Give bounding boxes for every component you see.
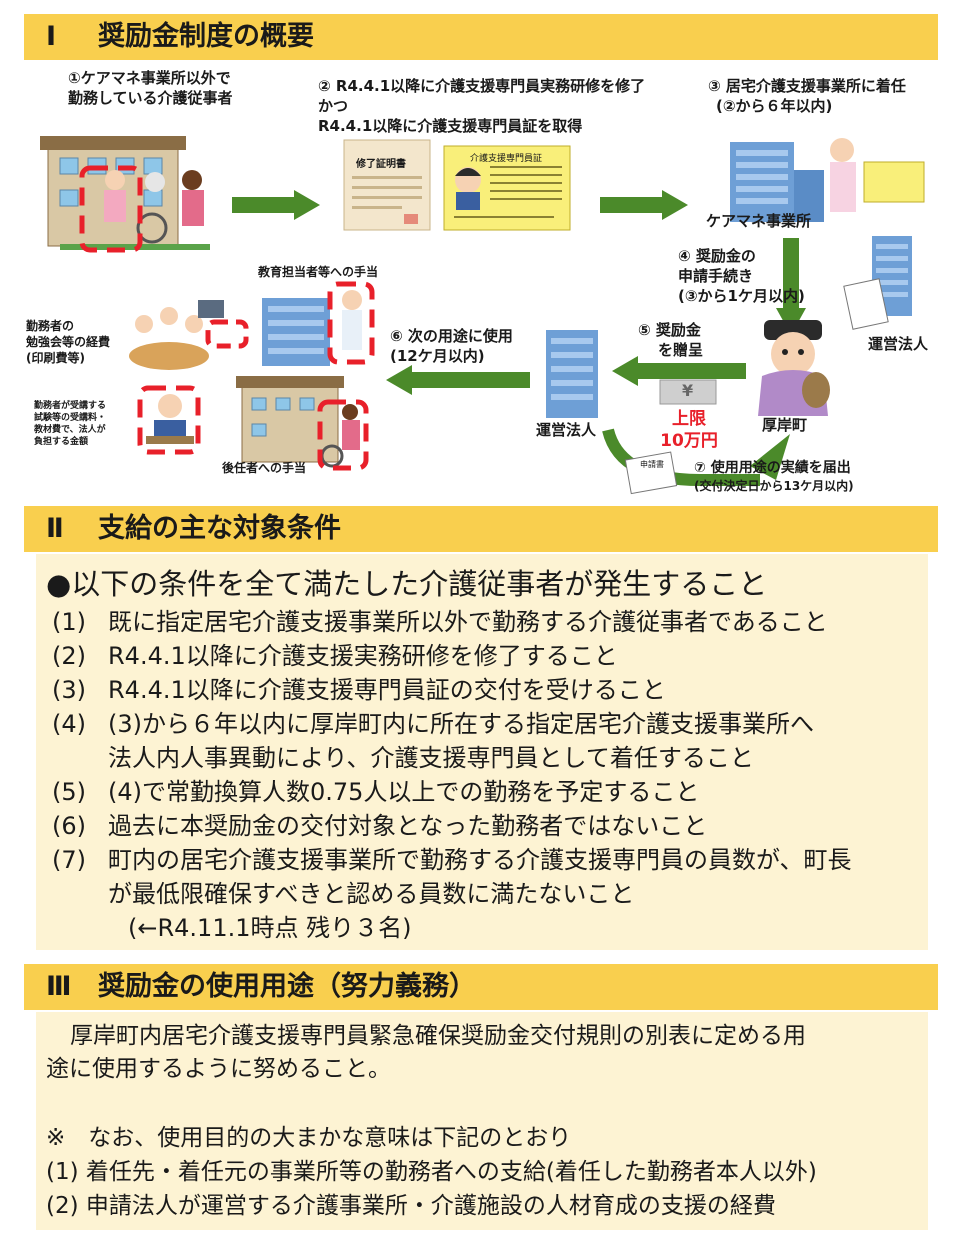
care-manager-card-illustration [443, 145, 571, 231]
use-exam-label: 勤務者が受講する試験等の受講料・教材費で、法人が負担する金額 [34, 401, 107, 447]
successor-facility-illustration [236, 376, 369, 471]
condition-1: (1)既に指定居宅介護支援事業所以外で勤務する介護従事者であること [52, 608, 828, 636]
usage-item-2: (2) 申請法人が運営する介護事業所・介護施設の人材育成の支援の経費 [46, 1193, 776, 1219]
condition-3: (3)R4.4.1以降に介護支援専門員証の交付を受けること [52, 676, 666, 704]
town-mascot-illustration [758, 320, 830, 416]
operator-building-center [546, 330, 598, 418]
usage-para-line1: 厚岸町内居宅介護支援専門員緊急確保奨励金交付規則の別表に定める用 [70, 1023, 806, 1049]
step4-label: ④ 奨励金の申請手続き(③から1ケ月以内) [678, 247, 805, 305]
condition-4: (4)(3)から６年以内に厚岸町内に所在する指定居宅介護支援事業所へ [52, 710, 814, 738]
certificate-title: 修了証明書 [356, 159, 406, 170]
certificate-illustration [343, 139, 431, 231]
arrow-5-to-operator [612, 356, 746, 386]
step7-label: ⑦ 使用用途の実績を届出(交付決定日から13ケ月以内) [694, 460, 854, 493]
operator-right-label: 運営法人 [868, 335, 929, 353]
exam-illustration [137, 385, 201, 455]
town-label: 厚岸町 [762, 416, 808, 434]
caremane-office-label: ケアマネ事業所 [706, 212, 812, 230]
section2-title: 支給の主な対象条件 [98, 513, 341, 544]
use-educator-label: 教育担当者等への手当 [258, 265, 379, 279]
use-study-label: 勤務者の勉強会等の経費(印刷費等) [26, 319, 111, 365]
section2-box [36, 554, 928, 950]
operator-building-right [843, 236, 912, 330]
section1-header: Ⅰ 奨励金制度の概要 [24, 14, 938, 60]
step3-label: ③ 居宅介護支援事業所に着任(②から６年以内) [708, 77, 906, 115]
arrow-1-to-2 [232, 190, 320, 220]
step1-label: ①ケアマネ事業所以外で勤務している介護従事者 [68, 69, 233, 107]
caremane-office-illustration [730, 138, 925, 222]
yen-money-icon [659, 379, 717, 405]
card-title: 介護支援専門員証 [470, 154, 543, 164]
section1-number: Ⅰ [46, 21, 57, 52]
section3-header: Ⅲ 奨励金の使用用途（努力義務） [24, 964, 938, 1010]
section2-header: Ⅱ 支給の主な対象条件 [24, 506, 938, 552]
condition-7-cont: が最低限確保すべきと認める員数に満たないこと [108, 880, 635, 908]
section3-number: Ⅲ [46, 971, 72, 1002]
step6-label: ⑥ 次の用途に使用(12ケ月以内) [390, 327, 513, 365]
condition-5: (5)(4)で常勤換算人数0.75人以上での勤務を予定すること [52, 778, 700, 806]
condition-7: (7)町内の居宅介護支援事業所で勤務する介護支援専門員の員数が、町長 [52, 846, 852, 874]
condition-7-note: (←R4.11.1時点 残り３名) [128, 914, 412, 942]
study-meeting-illustration [129, 300, 249, 370]
step5-label: ⑤ 奨励金を贈呈 [638, 321, 704, 359]
yen-symbol: ¥ [682, 381, 694, 400]
conditions-lead: ●以下の条件を全て満たした介護従事者が発生すること [46, 567, 768, 601]
educator-illustration [262, 281, 375, 366]
use-successor-label: 後任者への手当 [222, 461, 307, 475]
section2-number: Ⅱ [46, 513, 64, 544]
form-label: 申請書 [640, 460, 664, 469]
arrow-6-to-uses [386, 365, 530, 395]
condition-2: (2)R4.4.1以降に介護支援実務研修を修了すること [52, 642, 618, 670]
section1-title: 奨励金制度の概要 [98, 21, 314, 52]
care-facility-illustration [40, 136, 210, 253]
arrow-3-to-4 [776, 238, 806, 335]
usage-item-1: (1) 着任先・着任元の事業所等の勤務者への支給(着任した勤務者本人以外) [46, 1159, 817, 1185]
usage-note: ※ なお、使用目的の大まかな意味は下記のとおり [46, 1125, 572, 1151]
section3-box [36, 1012, 928, 1230]
arrow-7-report [602, 428, 790, 495]
arrow-2-to-3 [600, 190, 688, 220]
operator-center-label: 運営法人 [536, 421, 597, 439]
condition-6: (6)過去に本奨励金の交付対象となった勤務者ではないこと [52, 812, 708, 840]
section3-title: 奨励金の使用用途（努力義務） [98, 971, 476, 1002]
usage-para-line2: 途に使用するように努めること。 [46, 1056, 391, 1082]
condition-4-cont: 法人内人事異動により、介護支援専門員として着任すること [108, 744, 754, 772]
